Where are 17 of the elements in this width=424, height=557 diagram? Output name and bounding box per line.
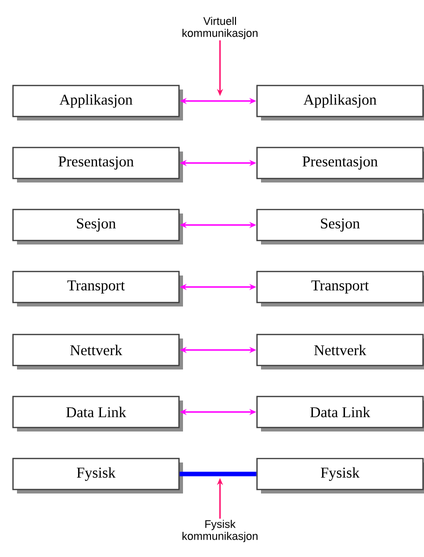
layer-box: Presentasjon xyxy=(256,146,424,182)
text-label: Virtuell kommunikasjon xyxy=(182,16,258,40)
layer-box: Presentasjon xyxy=(12,146,183,182)
layer-box: Nettverk xyxy=(12,334,183,370)
layer-box: Sesjon xyxy=(12,208,183,244)
layer-box: Applikasjon xyxy=(256,84,424,120)
layer-box: Transport xyxy=(12,270,183,306)
connection-line xyxy=(180,472,256,476)
layer-box: Applikasjon xyxy=(12,84,183,120)
text-label: Fysisk kommunikasjon xyxy=(182,520,258,542)
layer-box: Fysisk xyxy=(12,458,183,494)
layer-box: Nettverk xyxy=(256,334,424,370)
layer-box: Sesjon xyxy=(256,208,424,244)
layer-box: Data Link xyxy=(12,396,183,432)
layer-box: Transport xyxy=(256,270,424,306)
layer-box: Data Link xyxy=(256,396,424,432)
layer-box: Fysisk xyxy=(256,458,424,494)
